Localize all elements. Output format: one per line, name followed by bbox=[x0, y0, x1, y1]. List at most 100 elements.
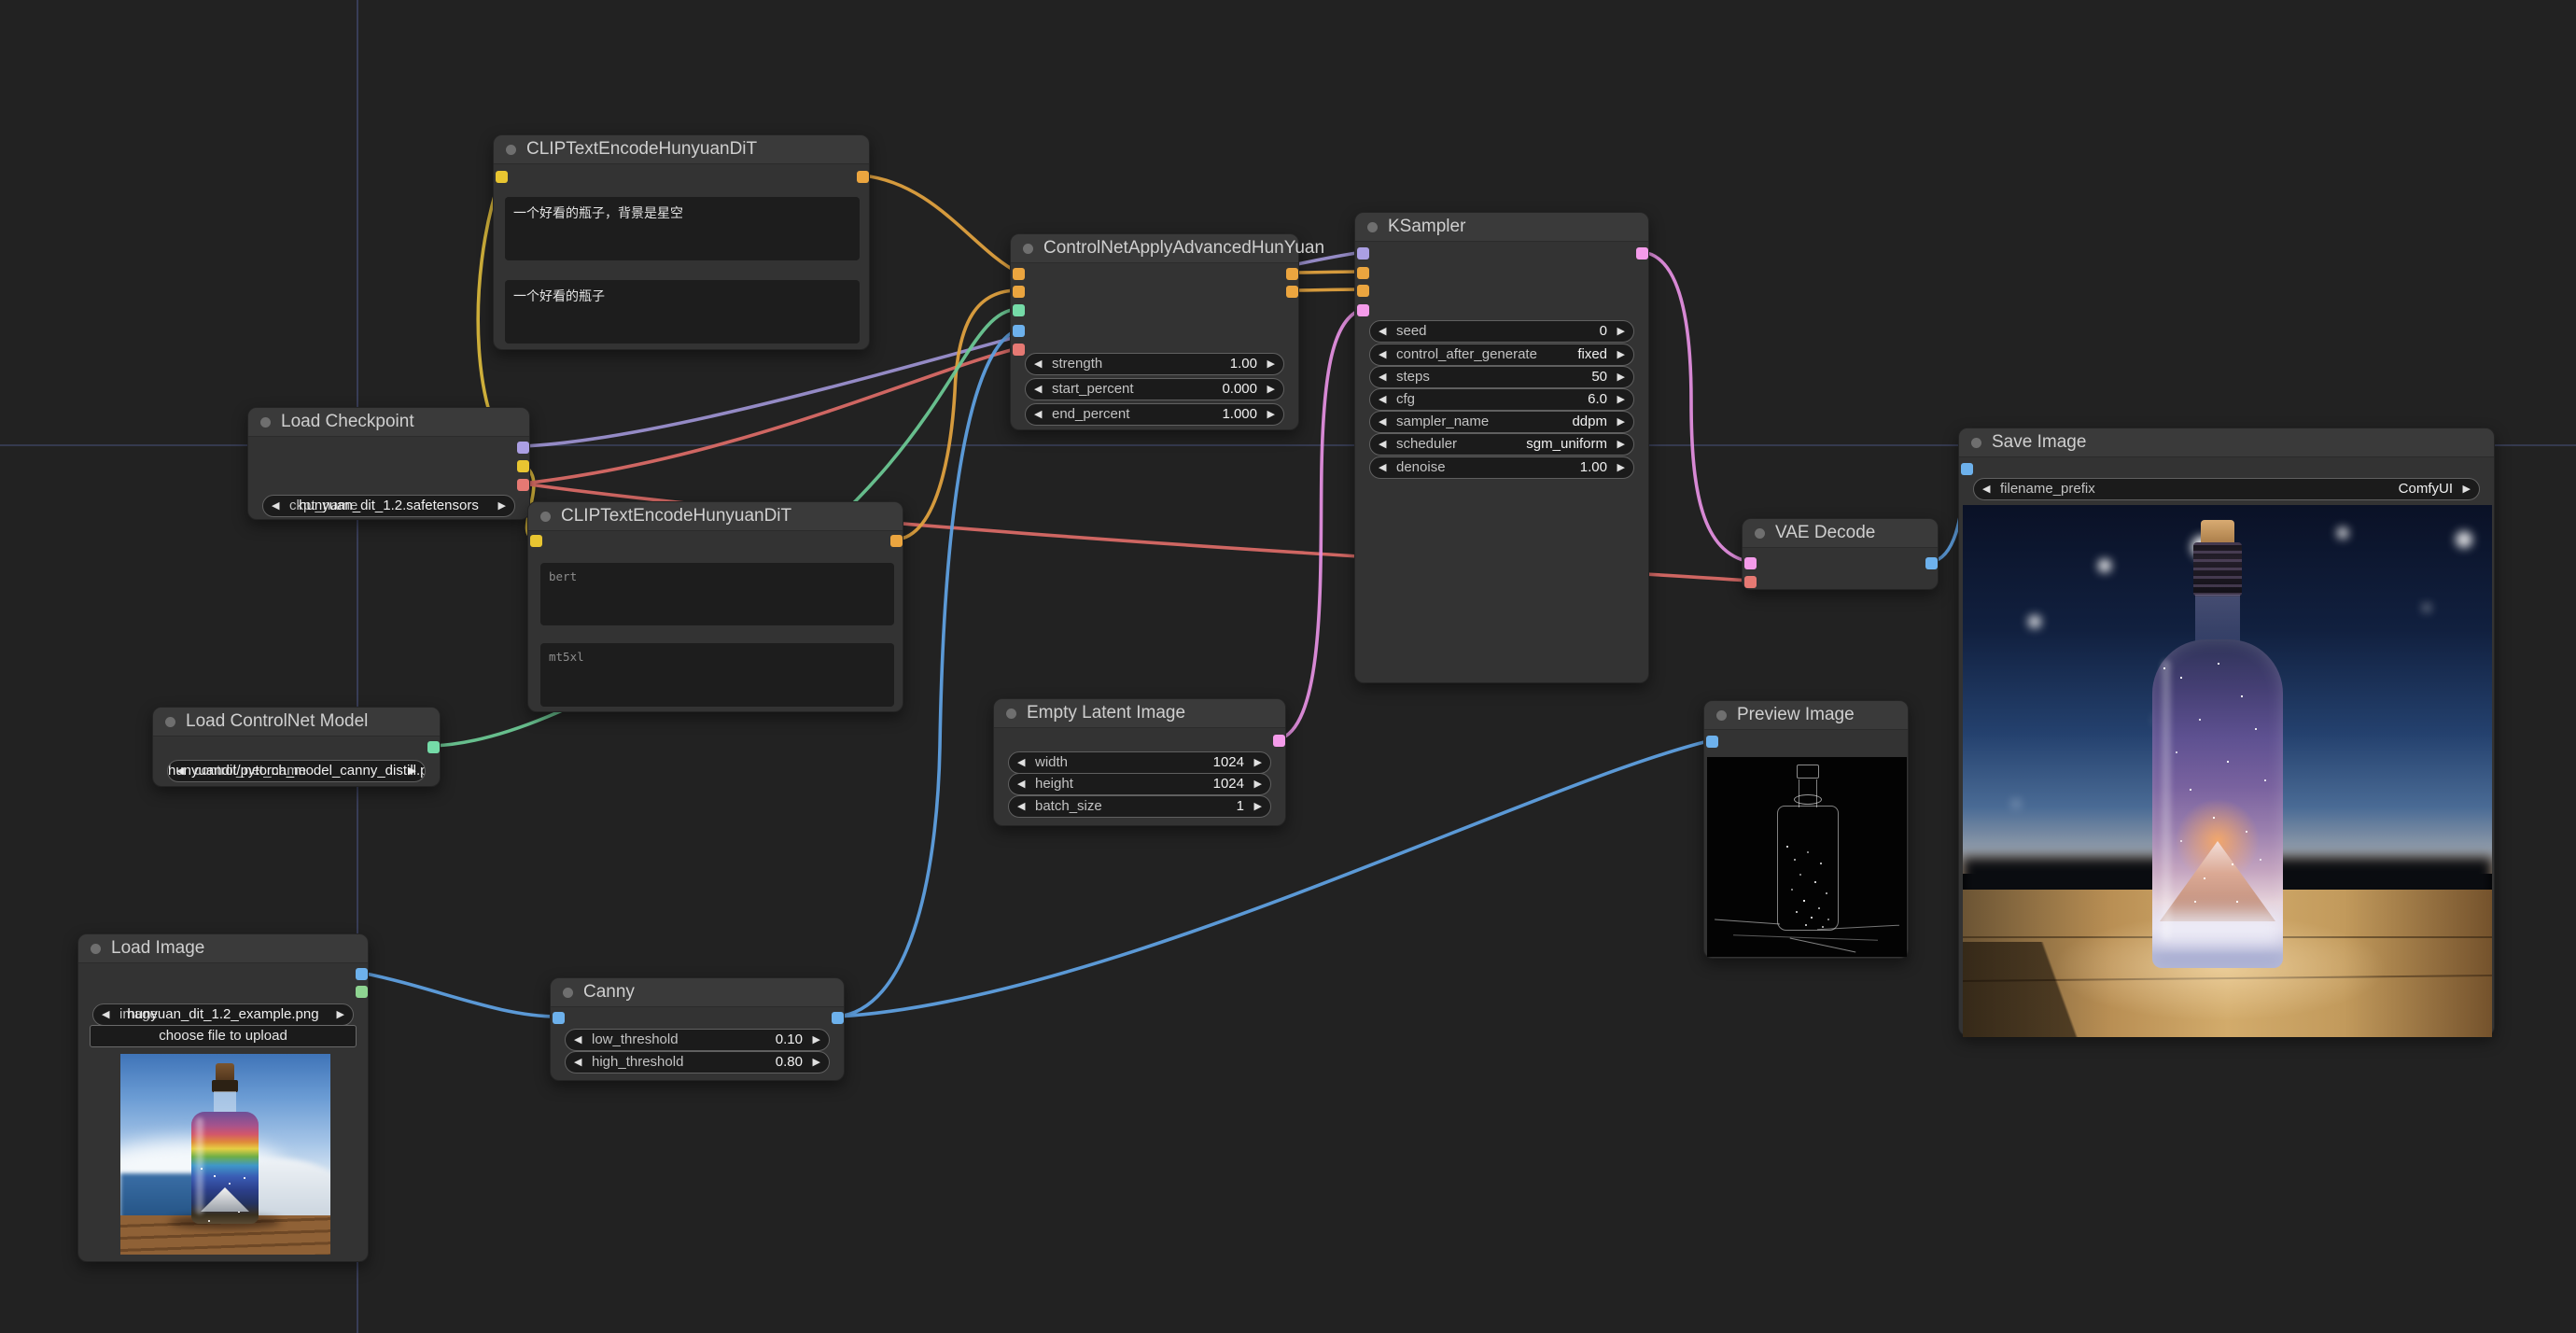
decrement-arrow-icon[interactable]: ◀ bbox=[1034, 358, 1043, 370]
input-slot-image[interactable] bbox=[1961, 463, 1973, 475]
node-header-preview-image[interactable]: Preview Image bbox=[1704, 701, 1908, 730]
output-slot-mask[interactable] bbox=[356, 986, 368, 998]
link-controlnet-apply-to-ksampler[interactable] bbox=[1290, 288, 1365, 292]
collapse-dot[interactable] bbox=[1755, 528, 1765, 539]
decrement-arrow-icon[interactable]: ◀ bbox=[1017, 779, 1026, 790]
collapse-dot[interactable] bbox=[1971, 438, 1981, 448]
collapse-dot[interactable] bbox=[563, 988, 573, 998]
node-header-clip-text-positive[interactable]: CLIPTextEncodeHunyuanDiT bbox=[494, 135, 869, 164]
decrement-arrow-icon[interactable]: ◀ bbox=[1034, 384, 1043, 395]
collapse-dot[interactable] bbox=[91, 944, 101, 954]
decrement-arrow-icon[interactable]: ◀ bbox=[1379, 439, 1387, 450]
input-slot-clip[interactable] bbox=[496, 171, 508, 183]
increment-arrow-icon[interactable]: ▶ bbox=[812, 1034, 820, 1045]
decrement-arrow-icon[interactable]: ◀ bbox=[574, 1057, 582, 1068]
link-load-image-to-canny[interactable] bbox=[359, 971, 560, 1018]
increment-arrow-icon[interactable]: ▶ bbox=[1253, 757, 1262, 768]
link-canny-to-preview-image[interactable] bbox=[835, 738, 1714, 1018]
decrement-arrow-icon[interactable]: ◀ bbox=[1017, 757, 1026, 768]
input-slot-image[interactable] bbox=[1706, 736, 1718, 748]
node-header-ksampler[interactable]: KSampler bbox=[1355, 213, 1648, 242]
decrement-arrow-icon[interactable]: ◀ bbox=[574, 1034, 582, 1045]
input-slot-latent[interactable] bbox=[1357, 304, 1369, 316]
prompt-textarea[interactable]: 一个好看的瓶子 bbox=[505, 280, 860, 344]
collapse-dot[interactable] bbox=[165, 717, 175, 727]
node-header-save-image[interactable]: Save Image bbox=[1959, 428, 2494, 457]
input-slot-latent[interactable] bbox=[1744, 557, 1757, 569]
link-canny-to-controlnet-apply[interactable] bbox=[835, 328, 1020, 1018]
input-slot-vae[interactable] bbox=[1013, 344, 1025, 356]
collapse-dot[interactable] bbox=[1023, 244, 1033, 254]
collapse-dot[interactable] bbox=[506, 145, 516, 155]
output-slot-latent[interactable] bbox=[1636, 247, 1648, 260]
increment-arrow-icon[interactable]: ▶ bbox=[336, 1009, 344, 1020]
link-clip-text-positive-to-controlnet-apply[interactable] bbox=[861, 174, 1020, 274]
prompt-textarea[interactable]: bert bbox=[540, 563, 894, 625]
increment-arrow-icon[interactable]: ▶ bbox=[2462, 484, 2471, 495]
node-header-controlnet-apply[interactable]: ControlNetApplyAdvancedHunYuan bbox=[1011, 234, 1324, 263]
link-controlnet-apply-to-ksampler[interactable] bbox=[1290, 270, 1365, 274]
node-header-empty-latent[interactable]: Empty Latent Image bbox=[994, 699, 1285, 728]
decrement-arrow-icon[interactable]: ◀ bbox=[176, 765, 185, 777]
decrement-arrow-icon[interactable]: ◀ bbox=[1017, 801, 1026, 812]
link-ksampler-to-vae-decode[interactable] bbox=[1640, 250, 1752, 564]
input-slot-conditioning[interactable] bbox=[1013, 268, 1025, 280]
node-header-load-controlnet[interactable]: Load ControlNet Model bbox=[153, 708, 440, 737]
collapse-dot[interactable] bbox=[260, 417, 271, 428]
link-clip-text-negative-to-controlnet-apply[interactable] bbox=[894, 288, 1020, 541]
increment-arrow-icon[interactable]: ▶ bbox=[1617, 349, 1625, 360]
output-slot-latent[interactable] bbox=[1273, 735, 1285, 747]
increment-arrow-icon[interactable]: ▶ bbox=[1617, 394, 1625, 405]
increment-arrow-icon[interactable]: ▶ bbox=[1253, 801, 1262, 812]
increment-arrow-icon[interactable]: ▶ bbox=[408, 765, 416, 777]
output-slot-control_net[interactable] bbox=[427, 741, 440, 753]
node-header-vae-decode[interactable]: VAE Decode bbox=[1743, 519, 1938, 548]
increment-arrow-icon[interactable]: ▶ bbox=[1267, 409, 1275, 420]
collapse-dot[interactable] bbox=[1006, 709, 1016, 719]
increment-arrow-icon[interactable]: ▶ bbox=[497, 500, 506, 512]
increment-arrow-icon[interactable]: ▶ bbox=[1617, 439, 1625, 450]
increment-arrow-icon[interactable]: ▶ bbox=[1617, 462, 1625, 473]
collapse-dot[interactable] bbox=[1716, 710, 1727, 721]
output-slot-vae[interactable] bbox=[517, 479, 529, 491]
node-header-clip-text-negative[interactable]: CLIPTextEncodeHunyuanDiT bbox=[528, 502, 903, 531]
input-slot-conditioning[interactable] bbox=[1357, 267, 1369, 279]
link-load-checkpoint-to-controlnet-apply[interactable] bbox=[521, 346, 1020, 485]
input-slot-model[interactable] bbox=[1357, 247, 1369, 260]
input-slot-image[interactable] bbox=[1013, 325, 1025, 337]
collapse-dot[interactable] bbox=[540, 512, 551, 522]
node-preview-image[interactable]: Preview Image bbox=[1703, 700, 1909, 959]
increment-arrow-icon[interactable]: ▶ bbox=[1267, 358, 1275, 370]
input-slot-image[interactable] bbox=[553, 1012, 565, 1024]
input-slot-control_net[interactable] bbox=[1013, 304, 1025, 316]
decrement-arrow-icon[interactable]: ◀ bbox=[1379, 416, 1387, 428]
decrement-arrow-icon[interactable]: ◀ bbox=[1379, 462, 1387, 473]
input-slot-clip[interactable] bbox=[530, 535, 542, 547]
node-controlnet-apply[interactable]: ControlNetApplyAdvancedHunYuan◀▶strength… bbox=[1010, 233, 1324, 430]
output-slot-image[interactable] bbox=[356, 968, 368, 980]
increment-arrow-icon[interactable]: ▶ bbox=[1617, 326, 1625, 337]
decrement-arrow-icon[interactable]: ◀ bbox=[1379, 349, 1387, 360]
choose-file-to-upload-button[interactable]: choose file to upload bbox=[90, 1025, 357, 1047]
node-vae-decode[interactable]: VAE Decode bbox=[1742, 518, 1939, 590]
